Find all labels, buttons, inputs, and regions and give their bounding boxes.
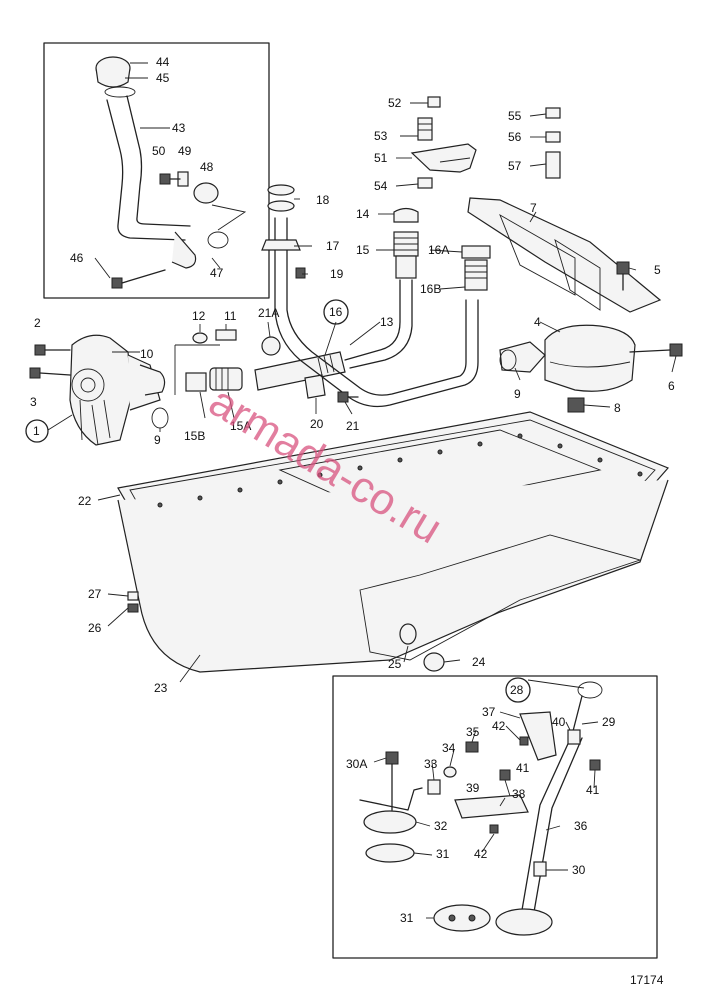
part-label-2: 2 bbox=[34, 316, 41, 330]
part-label-12: 12 bbox=[192, 309, 206, 323]
part-label-21a: 21A bbox=[258, 306, 279, 320]
part-label-42-top: 42 bbox=[492, 719, 506, 733]
part-label-14: 14 bbox=[356, 207, 370, 221]
part-label-23: 23 bbox=[154, 681, 168, 695]
part-label-6: 6 bbox=[668, 379, 675, 393]
part-label-18: 18 bbox=[316, 193, 330, 207]
part-label-53: 53 bbox=[374, 129, 388, 143]
part-label-40: 40 bbox=[552, 715, 566, 729]
part-label-20: 20 bbox=[310, 417, 324, 431]
part-label-33: 33 bbox=[424, 757, 438, 771]
leader-lines bbox=[47, 102, 677, 683]
part-label-16: 16 bbox=[329, 305, 343, 319]
part-label-17: 17 bbox=[326, 239, 340, 253]
part-label-36: 36 bbox=[574, 819, 588, 833]
part-number-labels: 44 45 43 50 49 48 46 47 52 53 51 54 55 5… bbox=[30, 55, 675, 925]
part-label-11: 11 bbox=[224, 309, 237, 323]
oil-filler-inset bbox=[43, 42, 270, 299]
oil-pan bbox=[117, 411, 670, 673]
part-label-19: 19 bbox=[330, 267, 344, 281]
oil-pump-assembly bbox=[29, 329, 281, 446]
part-label-15a: 15A bbox=[230, 419, 251, 433]
filter-head-parts bbox=[410, 96, 561, 189]
part-label-41-right: 41 bbox=[586, 783, 600, 797]
callout-circle-16 bbox=[323, 299, 349, 325]
part-label-3: 3 bbox=[30, 395, 37, 409]
part-label-30: 30 bbox=[572, 863, 586, 877]
part-label-8: 8 bbox=[614, 401, 621, 415]
part-label-1: 1 bbox=[33, 424, 40, 438]
callout-circle-1 bbox=[25, 419, 49, 443]
part-label-5: 5 bbox=[654, 263, 661, 277]
part-label-24: 24 bbox=[472, 655, 486, 669]
part-label-34: 34 bbox=[442, 741, 456, 755]
part-label-49: 49 bbox=[178, 144, 192, 158]
drawing-number: 17174 bbox=[630, 973, 664, 987]
part-label-32: 32 bbox=[434, 819, 448, 833]
part-label-52: 52 bbox=[388, 96, 402, 110]
part-label-31-lower: 31 bbox=[400, 911, 414, 925]
part-label-16b: 16B bbox=[420, 282, 441, 296]
part-label-55: 55 bbox=[508, 109, 522, 123]
part-label-43: 43 bbox=[172, 121, 186, 135]
part-label-15b: 15B bbox=[184, 429, 205, 443]
part-label-47: 47 bbox=[210, 266, 224, 280]
circled-callouts bbox=[25, 299, 531, 703]
part-label-21: 21 bbox=[346, 419, 360, 433]
part-label-13: 13 bbox=[380, 315, 394, 329]
part-label-10: 10 bbox=[140, 347, 154, 361]
part-label-22: 22 bbox=[78, 494, 92, 508]
part-label-9-right: 9 bbox=[514, 387, 521, 401]
part-label-26: 26 bbox=[88, 621, 102, 635]
part-label-48: 48 bbox=[200, 160, 214, 174]
part-label-25: 25 bbox=[388, 657, 402, 671]
part-label-9-left: 9 bbox=[154, 433, 161, 447]
part-label-56: 56 bbox=[508, 130, 522, 144]
part-label-27: 27 bbox=[88, 587, 102, 601]
part-label-30a: 30A bbox=[346, 757, 367, 771]
part-label-44: 44 bbox=[156, 55, 170, 69]
part-label-35: 35 bbox=[466, 725, 480, 739]
part-label-37: 37 bbox=[482, 705, 496, 719]
part-label-39: 39 bbox=[466, 781, 480, 795]
part-label-38: 38 bbox=[512, 787, 526, 801]
part-label-28: 28 bbox=[510, 683, 524, 697]
part-label-42-bottom: 42 bbox=[474, 847, 488, 861]
part-label-51: 51 bbox=[374, 151, 388, 165]
dipstick-inset bbox=[332, 675, 658, 959]
part-label-45: 45 bbox=[156, 71, 170, 85]
part-label-16a: 16A bbox=[428, 243, 449, 257]
part-label-57: 57 bbox=[508, 159, 522, 173]
part-label-50: 50 bbox=[152, 144, 166, 158]
oil-pipes bbox=[254, 184, 491, 408]
part-label-15: 15 bbox=[356, 243, 370, 257]
part-label-54: 54 bbox=[374, 179, 388, 193]
part-label-46: 46 bbox=[70, 251, 84, 265]
callout-circle-28 bbox=[505, 677, 531, 703]
part-label-7: 7 bbox=[530, 201, 537, 215]
part-label-4: 4 bbox=[534, 315, 541, 329]
part-label-31-upper: 31 bbox=[436, 847, 450, 861]
filter-bracket-and-cooler bbox=[467, 197, 683, 413]
part-label-41-mid: 41 bbox=[516, 761, 530, 775]
inset-leader-lines bbox=[373, 679, 599, 919]
part-label-29: 29 bbox=[602, 715, 616, 729]
